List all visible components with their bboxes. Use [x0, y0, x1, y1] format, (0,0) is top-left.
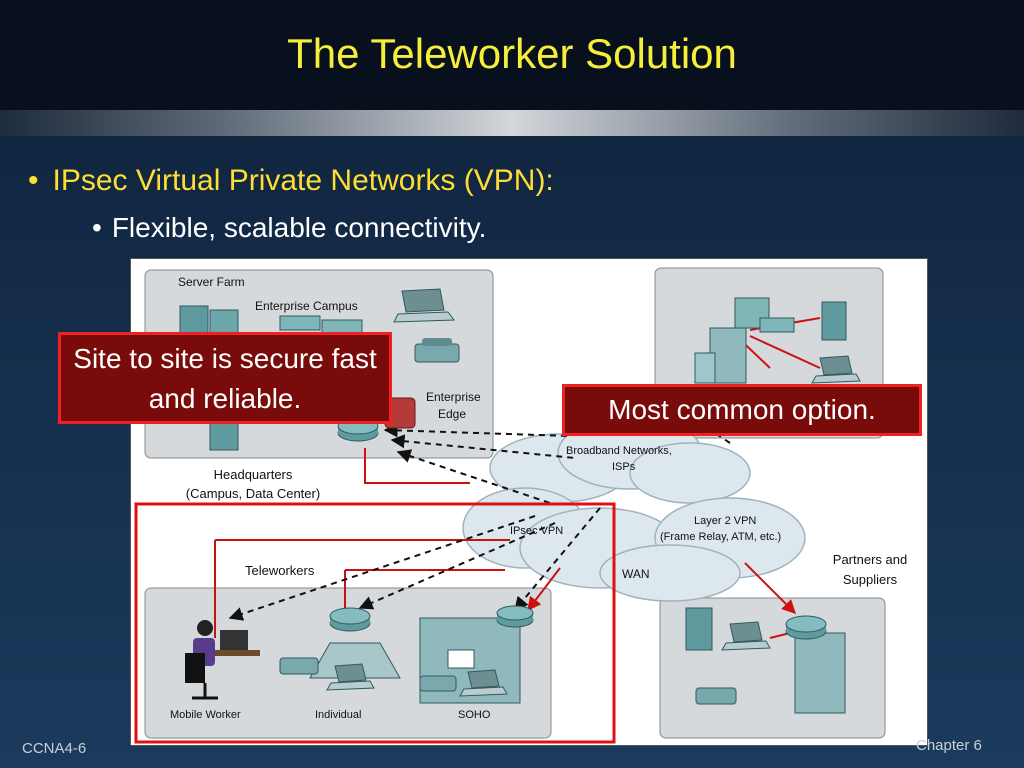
label-layer2-2: (Frame Relay, ATM, etc.) — [660, 531, 781, 543]
label-enterprise-campus: Enterprise Campus — [255, 299, 358, 313]
mobile-worker-icon — [185, 620, 260, 700]
label-ipsec-vpn: IPsec VPN — [510, 525, 563, 537]
callout-site-to-site: Site to site is secure fast and reliable… — [58, 332, 392, 424]
bullet-level2-text: Flexible, scalable connectivity. — [111, 212, 487, 243]
switch-icon — [279, 315, 363, 335]
red-arrow-partners — [744, 562, 796, 614]
partners-laptop-icon — [721, 621, 771, 651]
red-arrow-soho — [527, 567, 561, 612]
title-divider — [0, 110, 1024, 136]
label-individual: Individual — [315, 709, 361, 721]
phone-icon — [414, 338, 460, 363]
label-wan: WAN — [622, 567, 650, 581]
remote-switch-icon — [734, 297, 795, 333]
label-mobile-worker: Mobile Worker — [170, 709, 241, 721]
label-layer2-1: Layer 2 VPN — [694, 515, 756, 527]
label-headquarters-2: (Campus, Data Center) — [186, 486, 320, 501]
title-bar — [0, 0, 1024, 110]
building-icon — [694, 327, 747, 384]
label-partners-2: Suppliers — [843, 572, 898, 587]
slide-title: The Teleworker Solution — [287, 30, 737, 77]
footer-chapter: Chapter 6 — [916, 737, 982, 754]
label-enterprise-edge-1: Enterprise — [426, 390, 481, 404]
remote-server-icon — [821, 301, 847, 341]
label-server-farm: Server Farm — [178, 275, 245, 289]
partners-router-icon — [785, 615, 846, 714]
soho-phone-icon — [419, 675, 457, 692]
bullet-level1: • IPsec Virtual Private Networks (VPN): — [28, 164, 554, 198]
bullet-level1-text: IPsec Virtual Private Networks (VPN): — [52, 164, 554, 197]
partners-server-icon — [685, 607, 713, 651]
remote-laptop-icon — [811, 355, 861, 384]
label-soho: SOHO — [458, 709, 491, 721]
footer-course: CCNA4-6 — [22, 740, 87, 757]
dashed-vpn-links — [228, 407, 731, 621]
individual-laptop-icon — [326, 663, 375, 691]
label-broadband-2: ISPs — [612, 461, 636, 473]
partners-phone-icon — [695, 687, 737, 705]
label-headquarters-1: Headquarters — [214, 467, 293, 482]
callout-most-common: Most common option. — [562, 384, 922, 436]
individual-phone-icon — [279, 657, 319, 675]
bullet-dot: • — [28, 164, 39, 197]
label-broadband-1: Broadband Networks, — [566, 445, 672, 457]
label-teleworkers: Teleworkers — [245, 563, 315, 578]
bullet-dot: • — [92, 212, 102, 243]
teleworkers-highlight — [134, 502, 616, 744]
soho-router-icon — [496, 605, 534, 628]
bullet-level2: • Flexible, scalable connectivity. — [92, 212, 486, 244]
label-partners-1: Partners and — [833, 552, 907, 567]
soho-laptop-icon — [459, 669, 508, 697]
label-enterprise-edge-2: Edge — [438, 407, 466, 421]
laptop-icon — [393, 288, 455, 323]
